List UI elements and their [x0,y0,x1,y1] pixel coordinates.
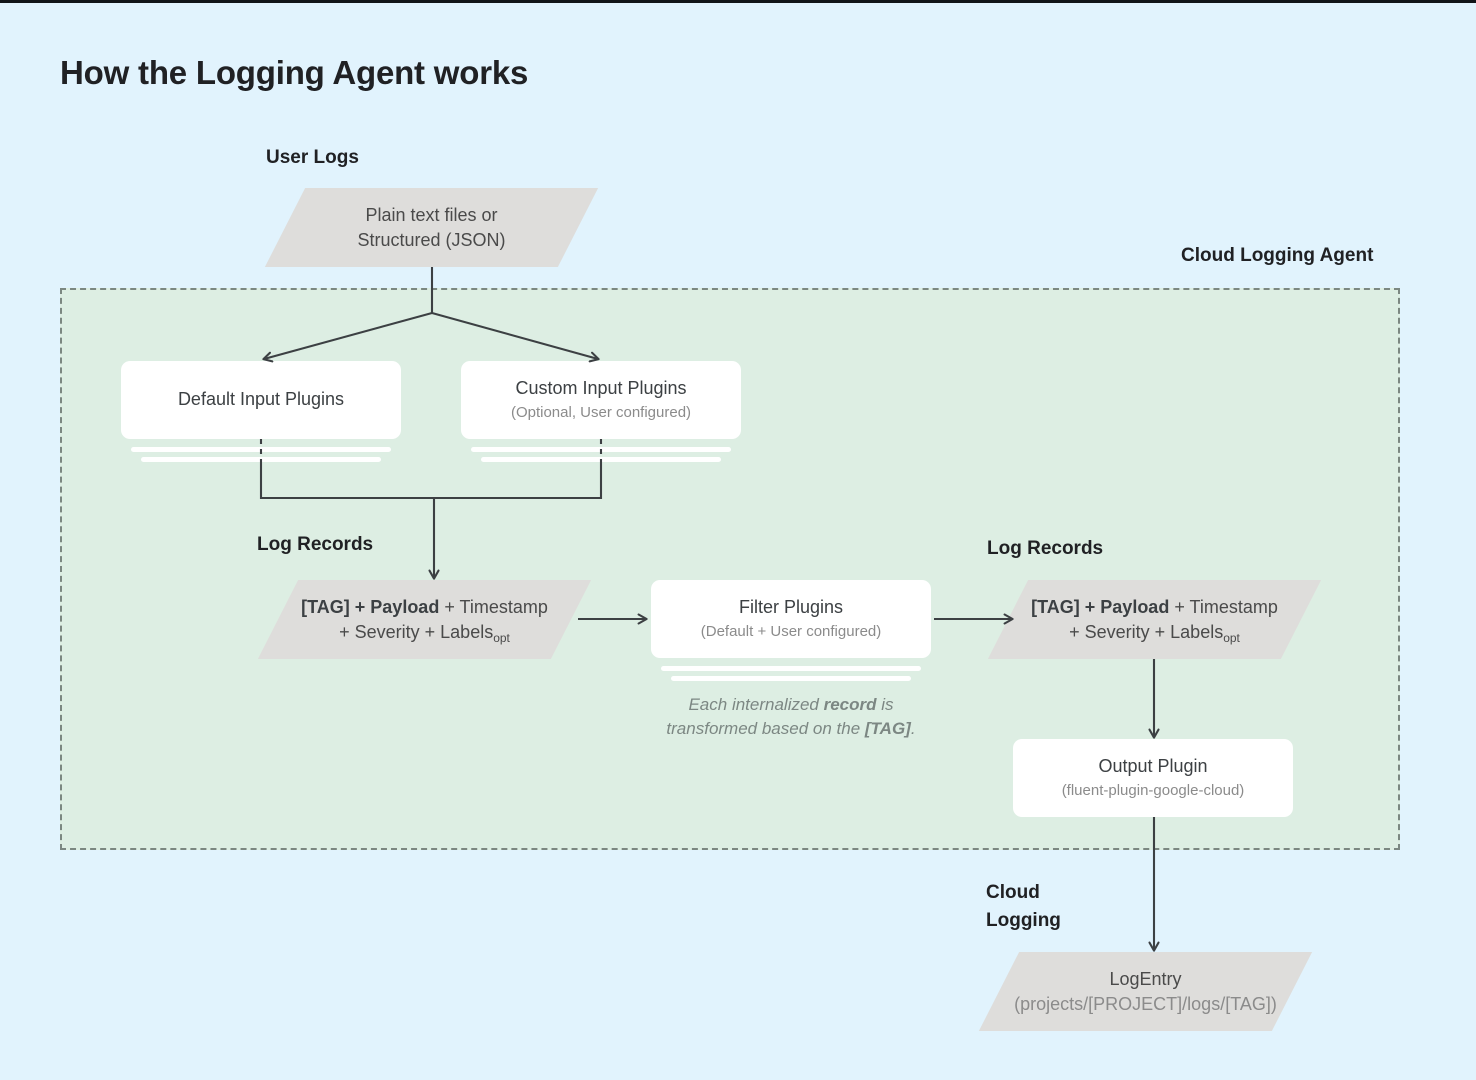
filter-plugins-card[interactable]: Filter Plugins (Default + User configure… [651,580,931,658]
filter-plugins-stack-1 [661,666,921,671]
custom-input-plugins-title: Custom Input Plugins [515,378,687,399]
transform-note-line2-part1: transformed based on the [666,718,865,738]
transform-note-part2: is [876,695,894,714]
transform-note-part3: . [910,718,916,738]
default-input-plugins-title: Default Input Plugins [177,389,345,410]
custom-input-plugins-card[interactable]: Custom Input Plugins (Optional, User con… [461,361,741,439]
output-plugin-title: Output Plugin [1098,756,1208,777]
user-logs-source-shape [264,188,599,267]
default-input-plugins-card[interactable]: Default Input Plugins [121,361,401,439]
transform-note-bold-tag: [TAG] [864,718,911,738]
filter-plugins-subtitle: (Default + User configured) [700,622,882,640]
default-input-plugins-stack-1 [131,447,391,452]
caption-cloud-logging-line2: Logging [986,909,1061,931]
caption-log-records-left: Log Records [257,534,374,555]
output-plugin-card[interactable]: Output Plugin (fluent-plugin-google-clou… [1013,739,1293,817]
custom-input-plugins-stack-1 [471,447,731,452]
caption-cloud-logging: Cloud Logging [986,879,1061,934]
custom-input-plugins-stack-2 [481,457,721,462]
caption-cloud-logging-line1: Cloud [986,882,1040,903]
page-title: How the Logging Agent works [60,54,529,91]
transform-note-bold-record: record [823,695,877,714]
transform-note-part1: Each internalized [688,695,824,714]
caption-log-records-right: Log Records [987,538,1104,559]
caption-cloud-logging-agent: Cloud Logging Agent [1181,245,1374,266]
default-input-plugins-stack-2 [141,457,381,462]
caption-user-logs: User Logs [266,147,359,168]
transform-note: Each internalized record is transformed … [636,693,946,741]
custom-input-plugins-subtitle: (Optional, User configured) [510,403,692,421]
filter-plugins-title: Filter Plugins [738,597,844,618]
top-edge-strip [0,0,1476,3]
log-record-right-shape [987,580,1322,659]
log-record-left-shape [257,580,592,659]
output-plugin-subtitle: (fluent-plugin-google-cloud) [1061,781,1245,799]
log-entry-shape [978,952,1313,1031]
filter-plugins-stack-2 [671,676,911,681]
